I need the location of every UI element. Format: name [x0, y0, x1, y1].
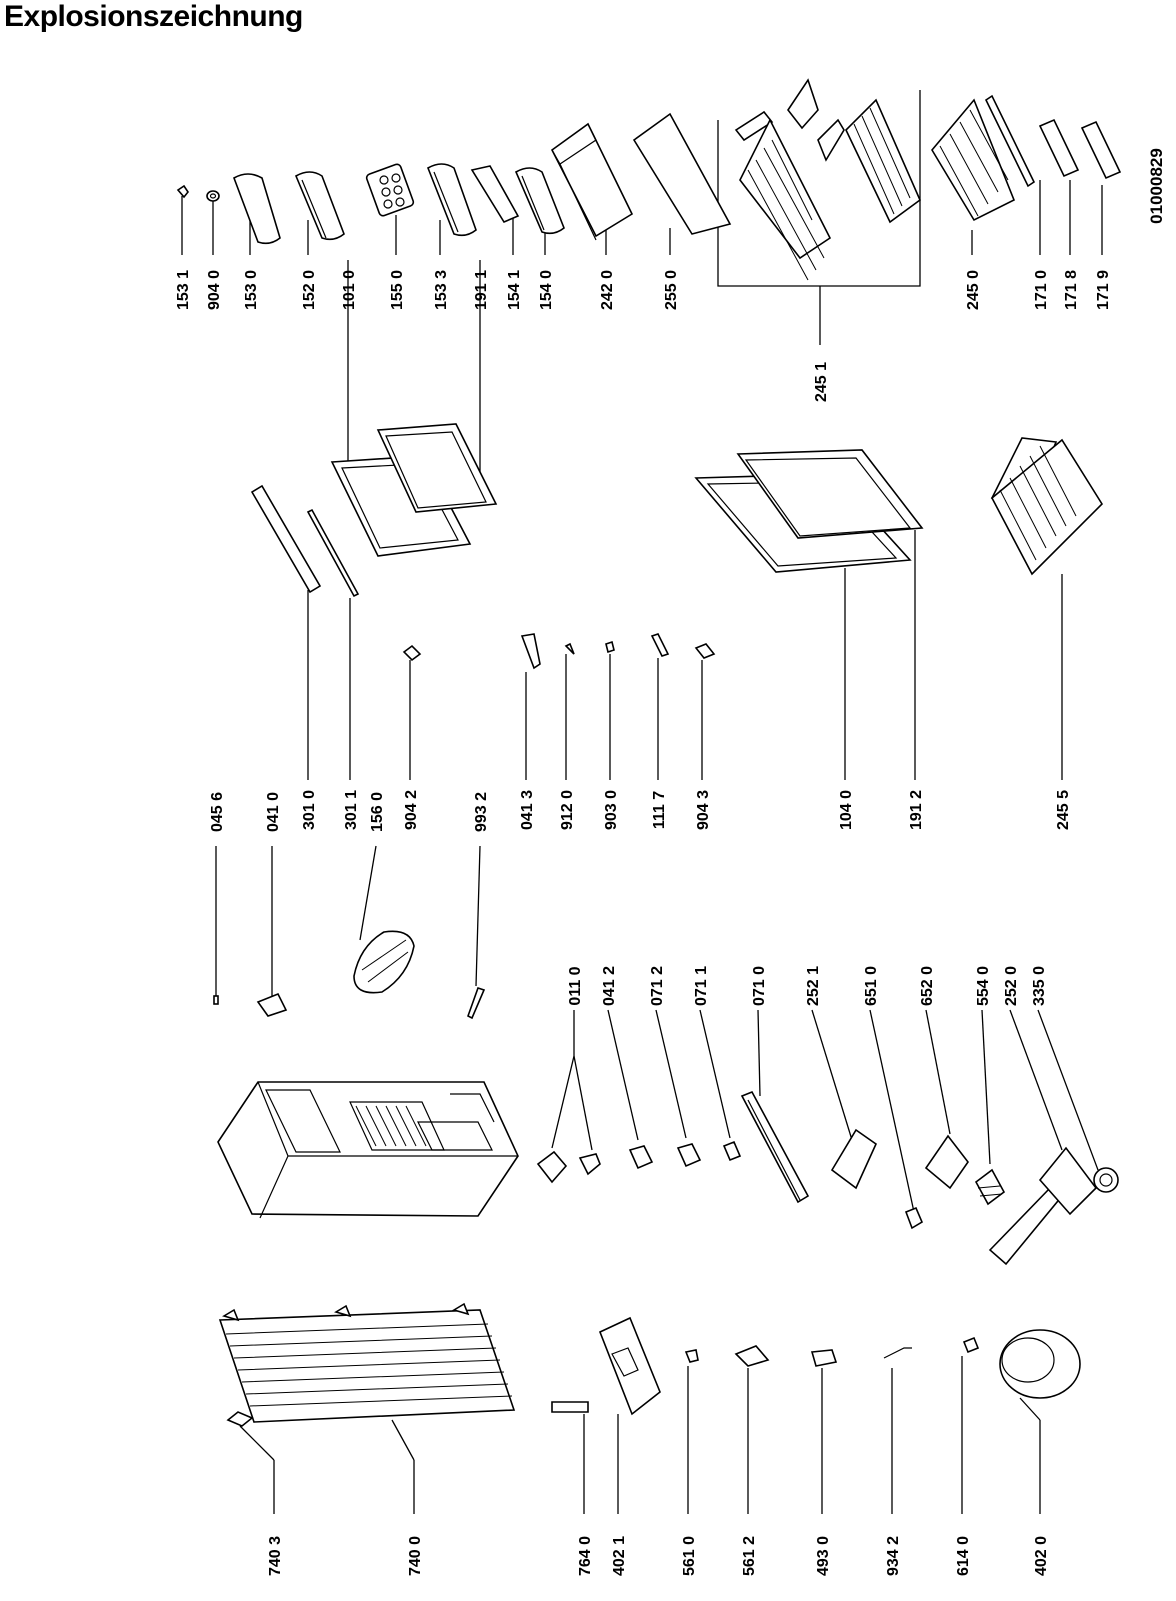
- part-label-904-0: 904 0: [206, 270, 223, 310]
- part-label-402-0: 402 0: [1033, 1536, 1050, 1576]
- part-label-171-0: 171 0: [1033, 270, 1050, 310]
- door-accessories-group: 153 1 904 0 153 0 152 0 101 0 155 0 153 …: [175, 78, 1122, 488]
- drawing-number: 01000829: [1147, 148, 1166, 224]
- part-label-904-3: 904 3: [695, 790, 712, 830]
- part-label-252-0: 252 0: [1003, 966, 1020, 1006]
- part-label-764-0: 764 0: [577, 1536, 594, 1576]
- part-label-912-0: 912 0: [559, 790, 576, 830]
- cabinet-group: 011 0 041 2 071 2 071 1 071 0 252 1 651 …: [217, 966, 1119, 1266]
- doors-group: 301 0 301 1 904 2 041 3 912 0 903 0 111 …: [250, 423, 1104, 830]
- part-label-252-1: 252 1: [805, 966, 822, 1006]
- part-label-245-1: 245 1: [813, 362, 830, 402]
- part-label-171-9: 171 9: [1095, 270, 1112, 310]
- part-label-071-2: 071 2: [649, 966, 666, 1006]
- part-label-245-0: 245 0: [965, 270, 982, 310]
- part-label-171-8: 171 8: [1063, 270, 1080, 310]
- part-label-191-2: 191 2: [908, 790, 925, 830]
- part-label-152-0: 152 0: [301, 270, 318, 310]
- part-label-554-0: 554 0: [975, 966, 992, 1006]
- part-label-104-0: 104 0: [838, 790, 855, 830]
- part-label-153-0: 153 0: [243, 270, 260, 310]
- part-label-934-2: 934 2: [885, 1536, 902, 1576]
- part-label-301-1: 301 1: [343, 790, 360, 830]
- part-label-561-0: 561 0: [681, 1536, 698, 1576]
- part-label-301-0: 301 0: [301, 790, 318, 830]
- part-label-740-3: 740 3: [267, 1536, 284, 1576]
- part-label-156-0: 156 0: [369, 792, 386, 832]
- part-label-245-5: 245 5: [1055, 790, 1072, 830]
- part-label-111-7: 111 7: [651, 791, 668, 829]
- part-label-652-0: 652 0: [919, 966, 936, 1006]
- part-label-255-0: 255 0: [663, 270, 680, 310]
- part-label-041-0: 041 0: [265, 792, 282, 832]
- part-label-493-0: 493 0: [815, 1536, 832, 1576]
- part-label-045-6: 045 6: [209, 792, 226, 832]
- part-label-071-0: 071 0: [751, 966, 768, 1006]
- part-label-011-0: 011 0: [567, 966, 584, 1005]
- part-label-242-0: 242 0: [599, 270, 616, 310]
- part-label-614-0: 614 0: [955, 1536, 972, 1576]
- part-label-153-1: 153 1: [175, 270, 192, 310]
- part-label-903-0: 903 0: [603, 790, 620, 830]
- part-label-153-3: 153 3: [433, 270, 450, 310]
- refrigeration-group: 740 3 740 0 764 0 402 1 561 0 561 2 493 …: [218, 1302, 1081, 1576]
- part-label-041-3: 041 3: [519, 790, 536, 830]
- part-label-071-1: 071 1: [693, 966, 710, 1006]
- part-label-561-2: 561 2: [741, 1536, 758, 1576]
- part-label-904-2: 904 2: [403, 790, 420, 830]
- part-label-154-1: 154 1: [506, 270, 523, 310]
- upper-left-parts-group: 045 6 041 0 156 0 993 2: [209, 792, 490, 1020]
- page-title: Explosionszeichnung: [4, 0, 303, 33]
- part-label-335-0: 335 0: [1031, 966, 1048, 1006]
- part-label-993-2: 993 2: [473, 792, 490, 832]
- part-label-191-1: 191 1: [473, 270, 490, 310]
- part-label-041-2: 041 2: [601, 966, 618, 1006]
- part-label-402-1: 402 1: [611, 1536, 628, 1576]
- part-label-155-0: 155 0: [389, 270, 406, 310]
- part-label-740-0: 740 0: [407, 1536, 424, 1576]
- part-label-101-0: 101 0: [341, 270, 358, 310]
- part-label-651-0: 651 0: [863, 966, 880, 1006]
- part-label-154-0: 154 0: [538, 270, 555, 310]
